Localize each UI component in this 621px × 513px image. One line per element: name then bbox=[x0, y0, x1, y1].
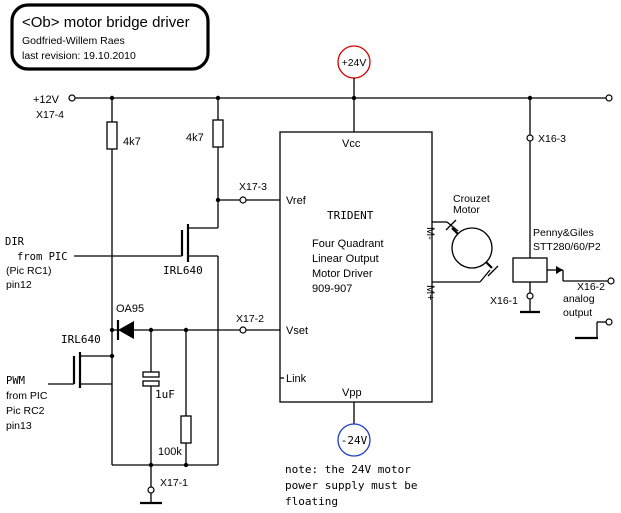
pin-vref: Vref bbox=[286, 195, 307, 207]
diode-symbol bbox=[118, 321, 134, 339]
sensor-label-2: STT280/60/P2 bbox=[533, 241, 601, 253]
mosfet-dir: IRL640 bbox=[74, 224, 219, 465]
dir-input: DIR from PIC (Pic RC1) pin12 bbox=[5, 236, 68, 291]
pin-vset: Vset bbox=[286, 325, 308, 337]
plus12-terminal bbox=[68, 94, 76, 102]
resistor-100k: 100k bbox=[158, 330, 192, 465]
motor-symbol bbox=[451, 227, 493, 269]
note-line-3: floating bbox=[285, 495, 338, 508]
rail-end-terminal bbox=[605, 94, 613, 102]
capacitor-1uf: 1uF bbox=[142, 330, 175, 465]
pin-link: Link bbox=[286, 373, 307, 385]
title-text: <Ob> motor bridge driver bbox=[22, 14, 190, 31]
x17-1-label: X17-1 bbox=[160, 477, 188, 489]
ic-body bbox=[279, 131, 433, 403]
minus24-supply: -24V bbox=[337, 423, 371, 457]
pin-m-plus: M+ bbox=[424, 285, 436, 301]
revision-text: last revision: 19.10.2010 bbox=[22, 50, 136, 62]
note: note: the 24V motor power supply must be… bbox=[285, 463, 417, 508]
dir-line-2: from PIC bbox=[17, 251, 68, 263]
x17-1-terminal bbox=[147, 486, 155, 494]
plus24-supply: +24V bbox=[337, 45, 371, 101]
note-line-1: note: the 24V motor bbox=[285, 463, 411, 476]
trident-ic: Vcc Vref Vset Link Vpp TRIDENT Four Quad… bbox=[279, 98, 436, 424]
sensor-label-1: Penny&Giles bbox=[533, 227, 594, 239]
pin-vpp: Vpp bbox=[342, 387, 362, 399]
dir-line-3: (Pic RC1) bbox=[6, 265, 52, 277]
x17-4-label: X17-4 bbox=[36, 109, 64, 121]
mosfet-pwm: IRL640 bbox=[48, 333, 115, 388]
ic-desc-2: Linear Output bbox=[312, 253, 379, 265]
ic-desc-1: Four Quadrant bbox=[312, 238, 384, 250]
analog-output-2: output bbox=[563, 307, 592, 319]
x16-2-terminal bbox=[607, 277, 615, 285]
minus24-label: -24V bbox=[341, 434, 368, 447]
penny-giles-sensor: X16-3 X16-2 X16-1 Penny&Giles STT280/60/… bbox=[490, 95, 615, 340]
crouzet-motor: Crouzet Motor bbox=[432, 193, 499, 283]
ground-bus: X17-1 bbox=[112, 462, 218, 505]
x17-2-terminal bbox=[239, 326, 247, 334]
title-frame bbox=[10, 3, 210, 71]
pwm-line-1: PWM bbox=[6, 375, 25, 387]
dir-line-4: pin12 bbox=[6, 279, 32, 291]
x17-3-terminal bbox=[239, 196, 247, 204]
x16-1-terminal bbox=[526, 292, 534, 300]
oa95-label: OA95 bbox=[116, 303, 144, 315]
irl640-pwm-label: IRL640 bbox=[61, 333, 101, 346]
note-line-2: power supply must be bbox=[285, 479, 417, 492]
pwm-line-4: pin13 bbox=[6, 420, 32, 432]
irl640-dir-label: IRL640 bbox=[163, 264, 203, 277]
resistor-r1 bbox=[106, 121, 118, 150]
motor-label-2: Motor bbox=[453, 204, 480, 216]
plus24-label: +24V bbox=[342, 57, 367, 69]
plus12-label: +12V bbox=[33, 94, 60, 106]
dir-line-1: DIR bbox=[5, 236, 25, 248]
resistor-r2 bbox=[212, 119, 224, 148]
pin-vcc: Vcc bbox=[342, 138, 361, 150]
ic-desc-4: 909-907 bbox=[312, 283, 352, 295]
plus12-rail: +12V X17-4 bbox=[33, 94, 613, 121]
analog-output-1: analog bbox=[563, 293, 595, 305]
x16-2-label: X16-2 bbox=[577, 281, 605, 293]
ic-desc-3: Motor Driver bbox=[312, 268, 373, 280]
r2-label: 4k7 bbox=[186, 132, 204, 144]
x17-3-label: X17-3 bbox=[239, 181, 267, 193]
x16-3-terminal bbox=[526, 134, 534, 142]
x17-2-label: X17-2 bbox=[236, 313, 264, 325]
r100k-label: 100k bbox=[158, 446, 182, 458]
pwm-line-2: from PIC bbox=[6, 390, 48, 402]
author-text: Godfried-Willem Raes bbox=[22, 35, 125, 47]
r1-label: 4k7 bbox=[123, 136, 141, 148]
pullup-r2: 4k7 X17-3 bbox=[186, 95, 280, 229]
motor-label-1: Crouzet bbox=[453, 193, 490, 205]
pwm-line-3: Pic RC2 bbox=[6, 405, 45, 417]
sensor-body bbox=[512, 257, 548, 283]
minus24-circle bbox=[337, 423, 371, 457]
ic-name: TRIDENT bbox=[327, 209, 374, 222]
cap-label: 1uF bbox=[155, 388, 175, 401]
analog-ground-terminal bbox=[605, 318, 613, 326]
diode-oa95: OA95 X17-2 bbox=[109, 303, 280, 340]
x16-3-label: X16-3 bbox=[538, 133, 566, 145]
pwm-input: PWM from PIC Pic RC2 pin13 bbox=[6, 375, 48, 432]
pin-m-minus: M- bbox=[424, 227, 436, 240]
title-block: <Ob> motor bridge driver Godfried-Willem… bbox=[10, 3, 210, 71]
pullup-r1: 4k7 bbox=[106, 95, 141, 465]
x16-1-label: X16-1 bbox=[490, 295, 518, 307]
